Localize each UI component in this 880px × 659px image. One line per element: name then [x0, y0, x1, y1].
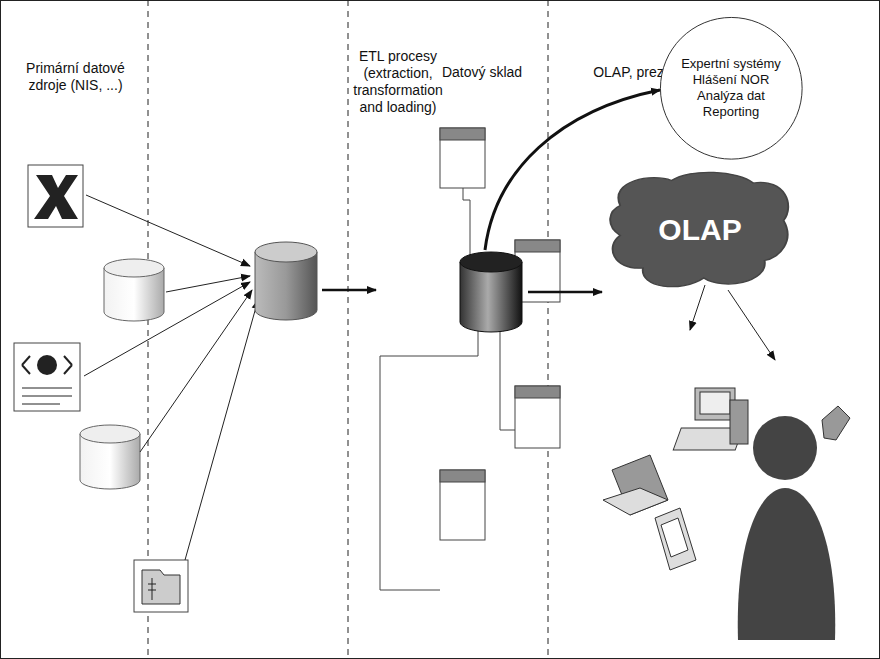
- laptop: [603, 455, 668, 515]
- node-text: Expertní systémy: [681, 56, 781, 72]
- olap-cloud: OLAP: [605, 168, 795, 293]
- node-text: Reporting: [703, 104, 759, 120]
- node-text: Analýza dat: [697, 88, 765, 104]
- folder-icon: [134, 560, 188, 612]
- node-text: OLAP: [658, 213, 741, 247]
- column-heading: Datový sklad: [432, 64, 532, 81]
- database-cylinder: [104, 259, 164, 321]
- warehouse-cylinder: [460, 252, 522, 332]
- mobile-phone: [822, 406, 850, 440]
- desktop-computer: [673, 388, 748, 450]
- pda-device: [655, 508, 696, 570]
- web-page-icon: [14, 343, 80, 411]
- column-heading: Primární datové zdroje (NIS, ...): [8, 60, 143, 94]
- cloud-shape: [610, 172, 788, 286]
- database-cylinder: [80, 425, 140, 489]
- table-icon: [440, 128, 560, 540]
- user-silhouette: [738, 416, 835, 640]
- etl-cylinder: [255, 242, 317, 320]
- excel-icon: [28, 165, 83, 227]
- callout-circle: Expertní systémyHlášení NORAnalýza datRe…: [659, 16, 804, 161]
- node-text: Hlášení NOR: [693, 72, 770, 88]
- column-heading: ETL procesy (extraction, transformation …: [352, 48, 444, 116]
- circle-shape: [660, 17, 802, 159]
